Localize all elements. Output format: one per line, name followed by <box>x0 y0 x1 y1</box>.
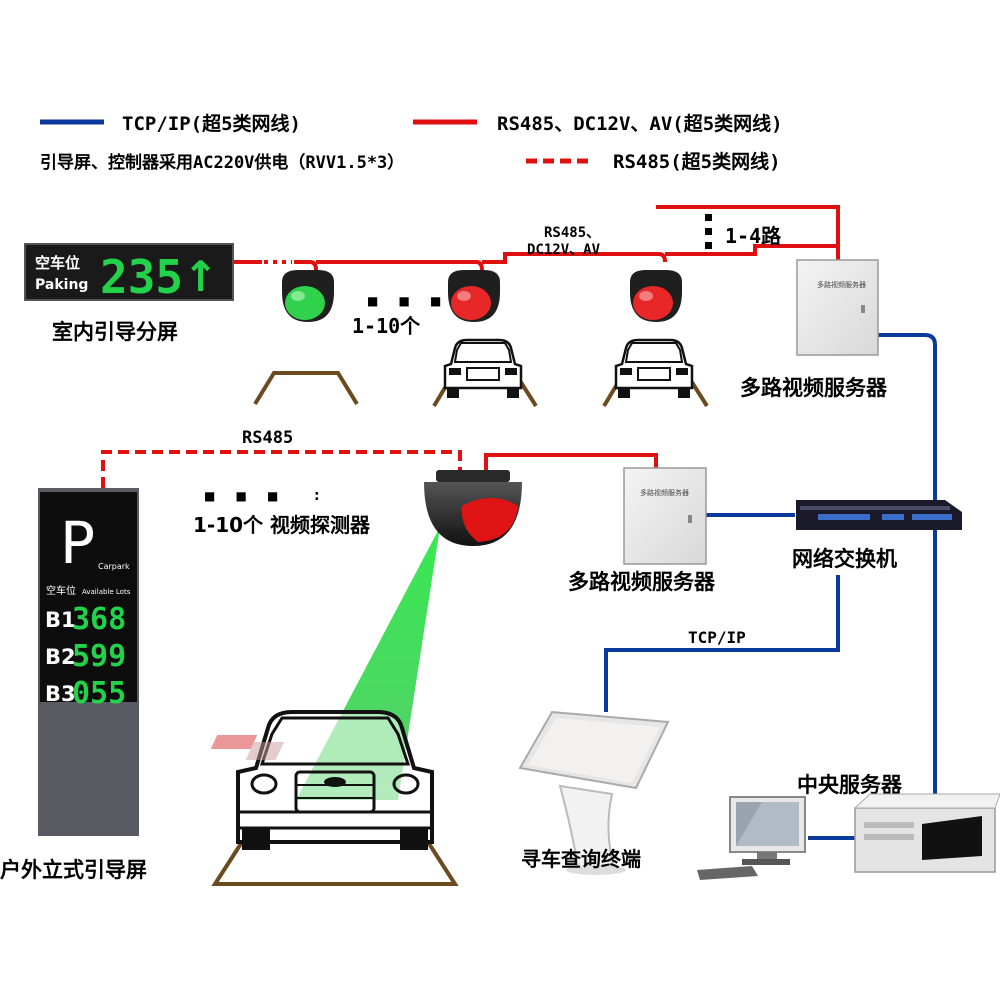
detector-dots: ■ ■ ■ <box>204 489 286 503</box>
central-server: 中央服务器 <box>697 773 1000 880</box>
rs485-label: RS485 <box>242 428 293 448</box>
outdoor-row-level: B3 <box>45 682 76 706</box>
indoor-screen-line1: 空车位 <box>35 254 80 272</box>
server-tower-icon <box>853 793 1000 873</box>
car-icon <box>614 338 694 398</box>
server-cabinet-icon <box>796 259 879 356</box>
channels-label: 1-4路 <box>725 224 782 248</box>
top-bus-label-line1: RS485、 <box>544 225 600 241</box>
legend: TCP/IP(超5类网线) RS485、DC12V、AV(超5类网线) 引导屏、… <box>40 112 783 173</box>
outdoor-screen-header-cn: 空车位 <box>46 584 76 597</box>
connections <box>101 205 937 840</box>
rs485-dashed-line <box>101 450 462 488</box>
red-light-icon <box>451 286 491 320</box>
outdoor-screen-p: P <box>60 509 95 577</box>
detector-colon: : <box>314 488 320 504</box>
video-detector <box>424 470 522 546</box>
outdoor-screen-panel <box>40 492 137 702</box>
network-switch: 网络交换机 <box>792 500 962 571</box>
switch-caption: 网络交换机 <box>792 547 897 571</box>
indoor-screen-arrow-icon: ↑ <box>183 252 218 301</box>
outdoor-row-count: 368 <box>72 602 126 637</box>
channel-dots <box>705 214 712 249</box>
video-server-middle-caption: 多路视频服务器 <box>568 570 716 594</box>
blue-line-top-server-switch <box>878 333 937 505</box>
server-cabinet-icon <box>623 467 707 565</box>
red-bus-top <box>294 244 840 271</box>
central-server-caption: 中央服务器 <box>797 773 903 797</box>
top-bus-count-label: 1-10个 <box>352 314 421 338</box>
indoor-screen-line2: Paking <box>35 277 88 293</box>
large-car-icon <box>236 710 434 850</box>
red-branch-channels <box>656 205 840 262</box>
outdoor-screen-caption: 户外立式引导屏 <box>0 858 147 882</box>
indoor-guidance-screen: 空车位 Paking 235 ↑ 室内引导分屏 <box>24 243 234 344</box>
tcpip-label: TCP/IP <box>688 628 746 647</box>
server-box-text: 多路视频服务器 <box>817 280 866 289</box>
outdoor-guidance-screen: P Carpark 空车位 Available Lots B1368B2599B… <box>0 488 147 882</box>
red-light-icon <box>633 286 673 320</box>
empty-parking-space <box>253 371 359 406</box>
detector-label: 1-10个 视频探测器 <box>193 513 371 537</box>
video-server-top: 多路视频服务器 多路视频服务器 <box>740 259 888 400</box>
outdoor-row-count: 599 <box>72 639 126 674</box>
blue-line-switch-kiosk <box>604 575 840 712</box>
outdoor-row-level: B1 <box>45 608 76 632</box>
indicator-light-red-1 <box>448 270 500 322</box>
red-line-detector-server <box>484 453 658 472</box>
legend-tcpip-text: TCP/IP(超5类网线) <box>122 112 301 135</box>
kiosk-screen-icon <box>528 718 660 783</box>
car-icon <box>443 338 523 398</box>
keyboard-icon <box>697 866 758 880</box>
video-server-middle: 多路视频服务器 多路视频服务器 <box>568 467 716 594</box>
indoor-screen-count: 235 <box>100 250 183 304</box>
video-server-top-caption: 多路视频服务器 <box>740 376 888 400</box>
outdoor-row-count: 055 <box>72 676 126 711</box>
query-kiosk: 寻车查询终端 <box>210 710 670 875</box>
indoor-screen-frame <box>24 243 234 301</box>
green-light-icon <box>285 286 325 320</box>
indoor-screen-caption: 室内引导分屏 <box>52 320 178 344</box>
legend-power-note: 引导屏、控制器采用AC220V供电（RVV1.5*3） <box>40 152 404 173</box>
kiosk-caption: 寻车查询终端 <box>521 847 641 871</box>
legend-rs485-dashed-text: RS485(超5类网线) <box>613 150 781 173</box>
detector-red-lens <box>461 498 518 542</box>
top-bus-dots: ■ ■ ■ <box>367 294 449 308</box>
outdoor-screen-header-en: Available Lots <box>82 588 131 596</box>
outdoor-row-level: B2 <box>45 645 76 669</box>
top-bus-label-line2: DC12V、AV <box>527 242 601 258</box>
server-box-text: 多路视频服务器 <box>640 488 689 497</box>
legend-rs485-power-text: RS485、DC12V、AV(超5类网线) <box>497 112 783 135</box>
indicator-light-red-2 <box>630 270 682 322</box>
indicator-light-green <box>282 270 334 322</box>
outdoor-screen-carpark: Carpark <box>98 562 130 571</box>
monitor-icon <box>729 796 806 865</box>
